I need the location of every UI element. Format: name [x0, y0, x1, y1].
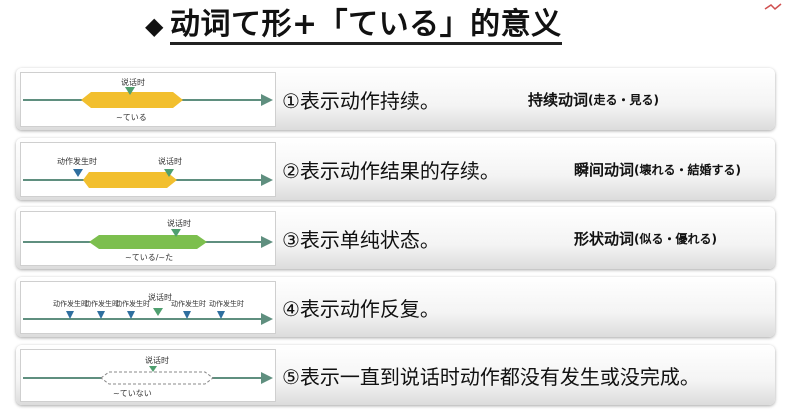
timeline-diagram-1: 说话时 ~ている	[20, 72, 276, 127]
timeline-arrowhead	[261, 94, 273, 106]
timeline-arrowhead	[261, 313, 273, 325]
speech-time-label: 说话时	[145, 355, 169, 365]
speech-time-label: 说话时	[148, 292, 172, 302]
speech-time-label: 说话时	[121, 77, 145, 87]
teiru-label: ~ている	[116, 113, 147, 122]
verb-kind: 形状动词	[574, 229, 635, 248]
teiru-ta-label: ~ている/~た	[125, 253, 173, 262]
meaning-text-3: ③表示单纯状态。	[282, 227, 440, 252]
occurrence-label: 动作发生时	[209, 299, 244, 308]
verb-examples: (走る・見る)	[588, 92, 659, 107]
timeline-arrowhead	[261, 236, 273, 248]
verb-kind: 瞬间动词	[574, 160, 635, 179]
title-text: 动词て形+「ている」的意义	[169, 7, 562, 45]
timeline-diagram-2: 动作发生时 说话时	[20, 142, 276, 197]
teinai-label: ~ていない	[113, 389, 152, 398]
state-bar	[89, 235, 207, 249]
meaning-text-5: ⑤表示一直到说话时动作都没有发生或没完成。	[282, 364, 700, 389]
meaning-row-5: 说话时 ~ていない ⑤表示一直到说话时动作都没有发生或没完成。	[16, 345, 775, 405]
verb-type-3: 形状动词 (似る・優れる)	[574, 207, 717, 269]
speech-time-marker	[171, 229, 181, 237]
occurrence-label: 动作发生时	[171, 299, 206, 308]
duration-bar	[83, 172, 177, 188]
occurrence-marker	[73, 169, 83, 177]
meaning-row-4: 动作发生时 动作发生时 动作发生时 说话时 动作发生时 动作发生时 ④表示动作反…	[16, 277, 775, 337]
occurrence-label: 动作发生时	[84, 299, 119, 308]
diamond-icon: ◆	[145, 12, 164, 40]
corner-decoration-icon	[763, 2, 785, 12]
speech-time-marker	[125, 87, 135, 95]
verb-type-2: 瞬间动词 (壊れる・結婚する)	[574, 138, 741, 200]
timeline-arrowhead	[261, 372, 273, 384]
occurrence-marker	[66, 311, 74, 319]
timeline-diagram-4: 动作发生时 动作发生时 动作发生时 说话时 动作发生时 动作发生时	[20, 281, 276, 334]
timeline-diagram-3: 说话时 ~ている/~た	[20, 211, 276, 266]
page-title: ◆ 动词て形+「ている」的意义	[145, 4, 562, 48]
meaning-row-1: 说话时 ~ている ①表示动作持续。 持续动词 (走る・見る)	[16, 68, 775, 130]
meaning-text-1: ①表示动作持续。	[282, 88, 440, 113]
occurrence-marker	[183, 311, 191, 319]
speech-time-label: 说话时	[167, 218, 191, 228]
speech-time-marker	[153, 308, 163, 316]
meaning-text-4: ④表示动作反复。	[282, 296, 440, 321]
timeline-arrowhead	[261, 174, 273, 186]
meaning-text-2: ②表示动作结果的存续。	[282, 158, 500, 183]
verb-kind: 持续动词	[528, 90, 589, 109]
occurrence-label: 动作发生时	[53, 299, 88, 308]
timeline-diagram-5: 说话时 ~ていない	[20, 349, 276, 402]
occurrence-marker	[217, 311, 225, 319]
verb-examples: (壊れる・結婚する)	[634, 162, 741, 177]
meaning-row-3: 说话时 ~ている/~た ③表示单纯状态。 形状动词 (似る・優れる)	[16, 207, 775, 269]
occurrence-marker	[127, 311, 135, 319]
speech-time-label: 说话时	[158, 156, 182, 166]
incomplete-bar	[100, 371, 214, 385]
occurrence-label: 动作发生时	[115, 299, 150, 308]
verb-examples: (似る・優れる)	[634, 231, 717, 246]
speech-time-marker	[149, 366, 157, 372]
speech-time-marker	[164, 169, 174, 177]
occurrence-label: 动作发生时	[57, 156, 97, 166]
verb-type-1: 持续动词 (走る・見る)	[528, 68, 659, 130]
occurrence-marker	[97, 311, 105, 319]
duration-bar	[81, 92, 183, 108]
meaning-row-2: 动作发生时 说话时 ②表示动作结果的存续。 瞬间动词 (壊れる・結婚する)	[16, 138, 775, 200]
